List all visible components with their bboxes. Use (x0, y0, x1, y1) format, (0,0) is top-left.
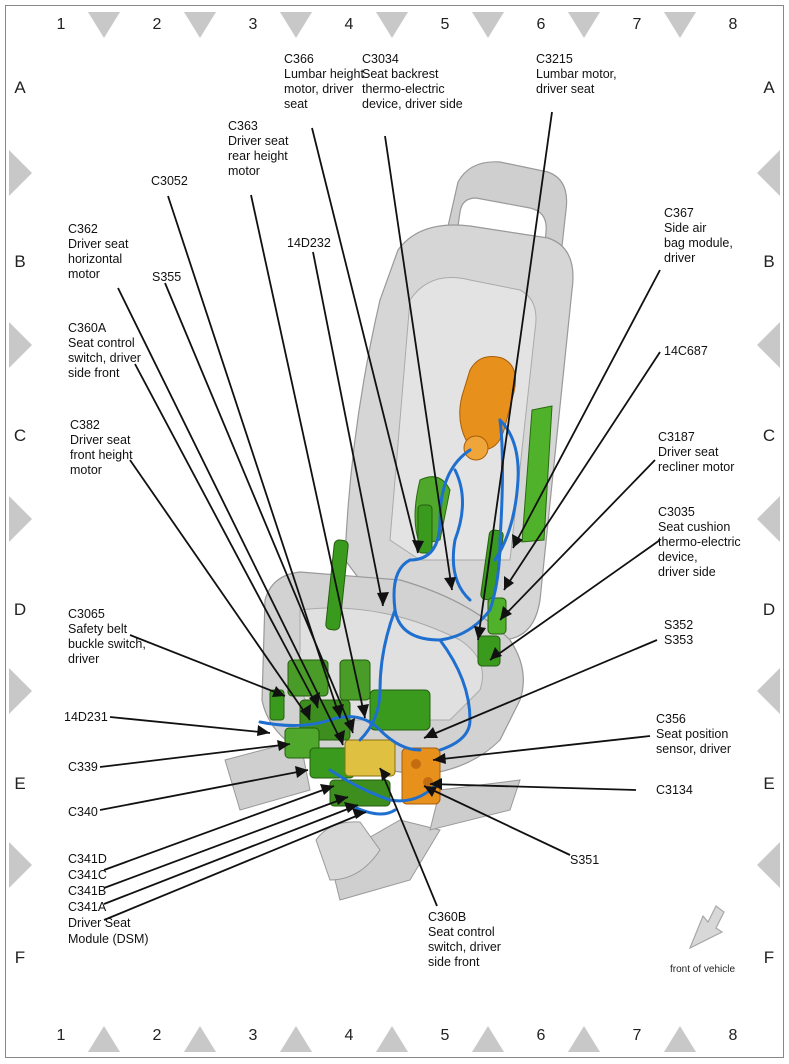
column-number: 8 (728, 1027, 738, 1044)
column-number: 4 (344, 1027, 354, 1044)
row-letter: E (763, 774, 775, 793)
row-letter: D (762, 600, 776, 619)
column-number: 6 (536, 16, 546, 33)
row-letter: D (13, 600, 27, 619)
label-c340: C340 (68, 805, 98, 819)
row-letter: F (763, 948, 775, 967)
column-number: 4 (344, 16, 354, 33)
column-number: 1 (56, 16, 66, 33)
column-number: 7 (632, 1027, 642, 1044)
row-letter: C (762, 426, 776, 445)
column-number: 5 (440, 16, 450, 33)
column-number: 6 (536, 1027, 546, 1044)
row-letter: A (763, 78, 775, 97)
column-number: 5 (440, 1027, 450, 1044)
column-number: 8 (728, 16, 738, 33)
column-number: 2 (152, 1027, 162, 1044)
label-14d232: 14D232 (287, 236, 331, 250)
label-14c687: 14C687 (664, 344, 708, 358)
row-letter: C (13, 426, 27, 445)
label-c3134: C3134 (656, 783, 693, 797)
row-letter: B (763, 252, 775, 271)
column-number: 2 (152, 16, 162, 33)
label-c339: C339 (68, 760, 98, 774)
label-14d231: 14D231 (64, 710, 108, 724)
column-number: 1 (56, 1027, 66, 1044)
row-letter: E (14, 774, 26, 793)
wiring-harness (258, 418, 520, 816)
column-number: 3 (248, 16, 258, 33)
leader-lines (99, 111, 661, 921)
row-letter: A (14, 78, 26, 97)
front-of-vehicle-arrow-icon (688, 905, 725, 950)
row-letter: B (14, 252, 26, 271)
label-c3052: C3052 (151, 174, 188, 188)
label-s355: S355 (152, 270, 182, 284)
grid-markers (9, 12, 780, 1052)
leader-arrowheads (257, 534, 523, 819)
seat-illustration (224, 161, 574, 901)
row-letter: F (14, 948, 26, 967)
front-of-vehicle-label: front of vehicle (670, 964, 736, 975)
label-s351: S351 (570, 853, 600, 867)
column-number: 3 (248, 1027, 258, 1044)
column-number: 7 (632, 16, 642, 33)
